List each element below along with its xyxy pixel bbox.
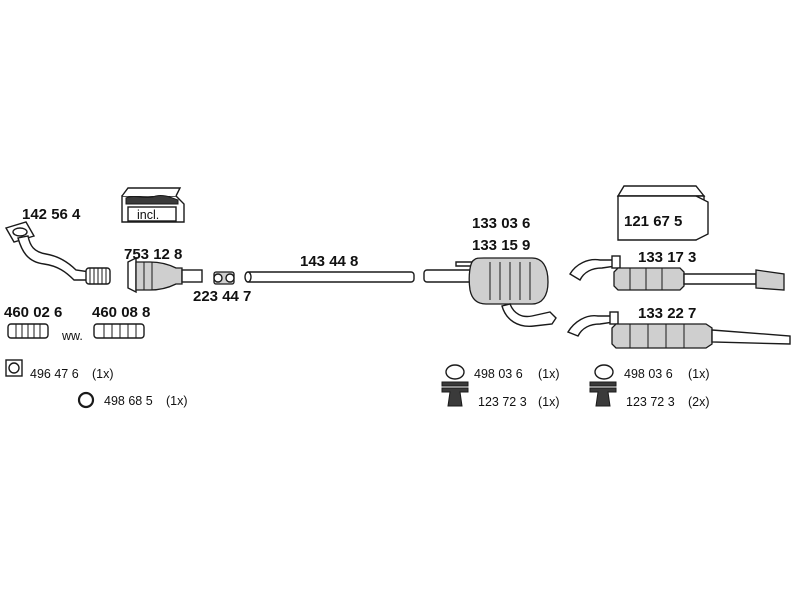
mid-hanger-ring-icon [441, 364, 469, 387]
part-number-rear-silencer-a: 133 17 3 [638, 249, 696, 266]
part-number-flex-a: 460 02 6 [4, 304, 62, 321]
incl-label: incl. [137, 208, 159, 222]
part-number-rear-hanger-ring: 498 03 6 [624, 367, 673, 381]
part-number-mid-silencer-b: 133 15 9 [472, 237, 530, 254]
catalyst-drawing [127, 256, 203, 294]
square-gasket-icon [5, 359, 23, 377]
qty-mid-hanger-rubber: (1x) [538, 395, 560, 409]
qty-ring: (1x) [166, 394, 188, 408]
included-box-drawing [121, 187, 185, 223]
rear-hanger-rubber-icon [589, 387, 617, 407]
ring-gasket-icon [77, 391, 95, 409]
part-number-ring: 498 68 5 [104, 394, 153, 408]
front-pipe-drawing [4, 221, 111, 285]
part-number-rear-silencer-b: 133 22 7 [638, 305, 696, 322]
rear-silencer-b-drawing [566, 311, 791, 349]
part-number-middle-pipe: 143 44 8 [300, 253, 358, 270]
ww-label: ww. [61, 329, 83, 343]
rear-hanger-ring-icon [589, 364, 617, 387]
qty-mid-hanger-ring: (1x) [538, 367, 560, 381]
mid-hanger-rubber-icon [441, 387, 469, 407]
part-number-mid-hanger-ring: 498 03 6 [474, 367, 523, 381]
clamp-drawing [213, 271, 235, 285]
part-number-flex-b: 460 08 8 [92, 304, 150, 321]
qty-rear-hanger-rubber: (2x) [688, 395, 710, 409]
mounting-kit-box-drawing [616, 185, 709, 241]
part-number-square-gasket: 496 47 6 [30, 367, 79, 381]
part-number-rear-hanger-rubber: 123 72 3 [626, 395, 675, 409]
middle-pipe-drawing [244, 271, 415, 283]
qty-square-gasket: (1x) [92, 367, 114, 381]
part-number-mounting-kit: 121 67 5 [624, 213, 682, 230]
middle-silencer-drawing [423, 257, 557, 327]
part-number-clamp: 223 44 7 [193, 288, 251, 305]
qty-rear-hanger-ring: (1x) [688, 367, 710, 381]
flex-pipe-a-drawing [7, 323, 49, 339]
part-number-catalyst: 753 12 8 [124, 246, 182, 263]
rear-silencer-a-drawing [569, 255, 785, 291]
part-number-front-pipe: 142 56 4 [22, 206, 81, 223]
part-number-mid-silencer-a: 133 03 6 [472, 215, 530, 232]
part-number-mid-hanger-rubber: 123 72 3 [478, 395, 527, 409]
flex-pipe-b-drawing [93, 323, 145, 339]
